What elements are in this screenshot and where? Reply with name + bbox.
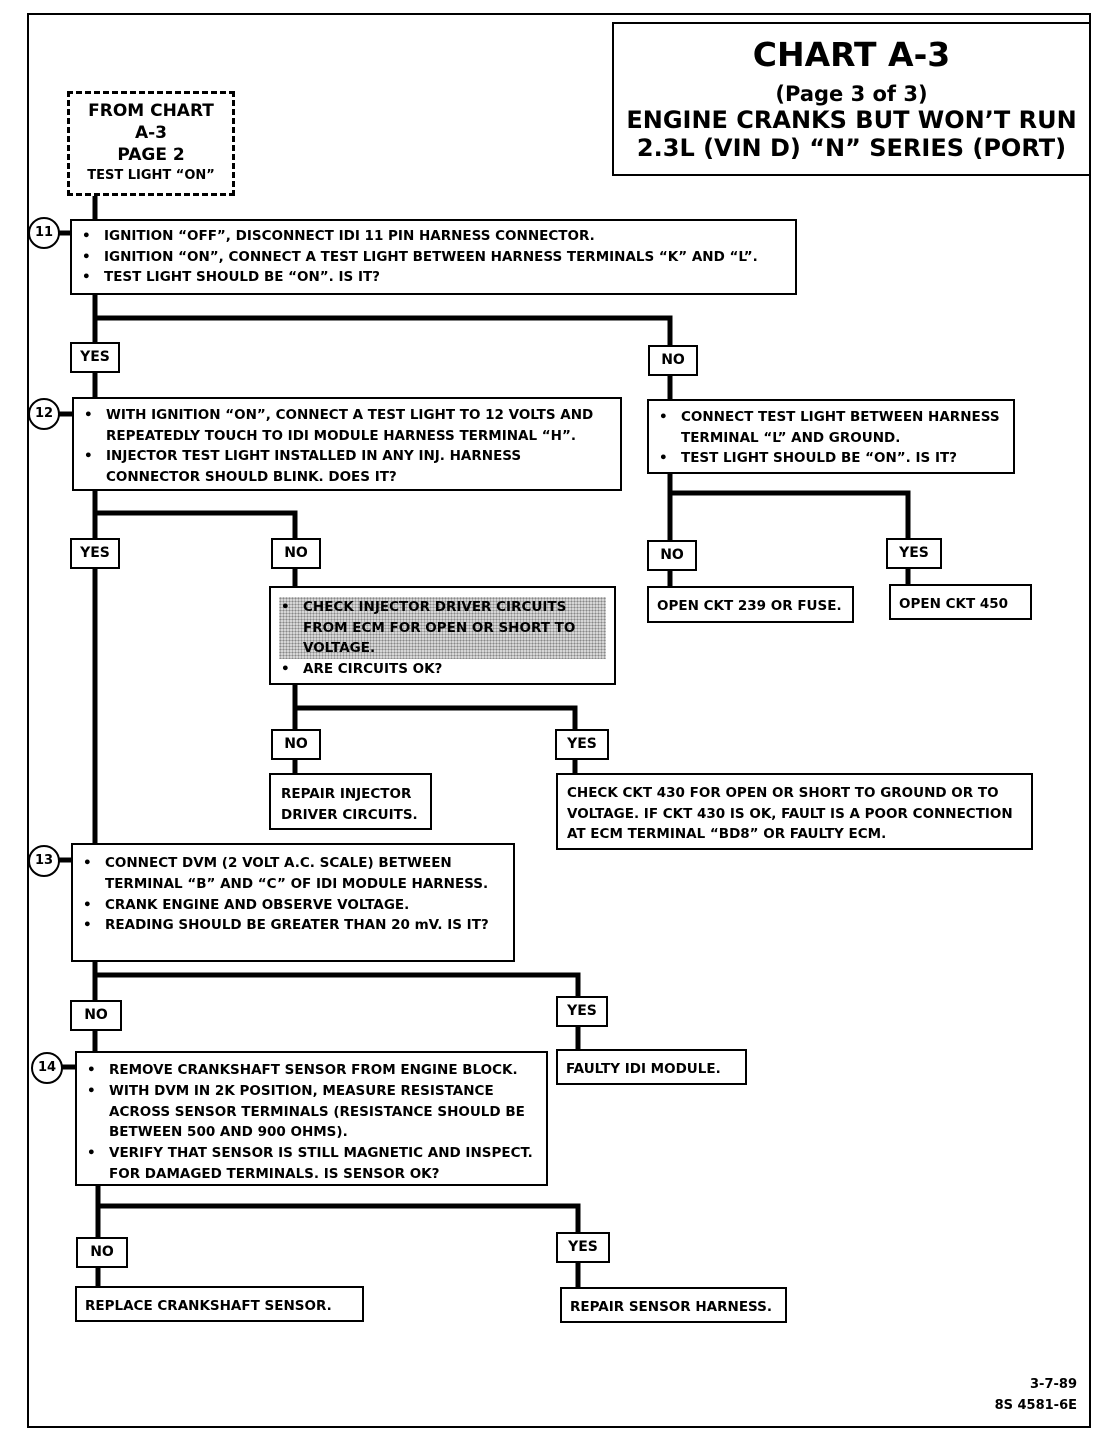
check-l-item: CONNECT TEST LIGHT BETWEEN HARNESS TERMI… — [657, 407, 1005, 448]
step-14-item: WITH DVM IN 2K POSITION, MEASURE RESISTA… — [85, 1081, 538, 1143]
from-line-4: TEST LIGHT “ON” — [87, 168, 215, 183]
result-replace-crankshaft-sensor: REPLACE CRANKSHAFT SENSOR. — [75, 1286, 364, 1322]
step-12-item: WITH IGNITION “ON”, CONNECT A TEST LIGHT… — [82, 405, 612, 446]
label-no: NO — [70, 1000, 122, 1031]
document-number: 8S 4581-6E — [994, 1398, 1077, 1413]
label-no: NO — [647, 540, 697, 571]
step-12-item: INJECTOR TEST LIGHT INSTALLED IN ANY INJ… — [82, 446, 612, 487]
step-11-item: IGNITION “OFF”, DISCONNECT IDI 11 PIN HA… — [80, 226, 787, 247]
step-14-box: REMOVE CRANKSHAFT SENSOR FROM ENGINE BLO… — [75, 1051, 548, 1186]
check-terminal-l-ground-box: CONNECT TEST LIGHT BETWEEN HARNESS TERMI… — [647, 399, 1015, 474]
step-14-item: VERIFY THAT SENSOR IS STILL MAGNETIC AND… — [85, 1143, 538, 1185]
label-no: NO — [271, 538, 321, 569]
chart-title: CHART A-3 — [752, 35, 951, 74]
step-number-13: 13 — [28, 845, 60, 877]
page-border — [27, 13, 1091, 1428]
result-open-ckt-239: OPEN CKT 239 OR FUSE. — [647, 586, 854, 623]
from-chart-entry: FROM CHART A-3 PAGE 2 TEST LIGHT “ON” — [67, 91, 235, 196]
step-11-item: IGNITION “ON”, CONNECT A TEST LIGHT BETW… — [80, 247, 787, 268]
label-no: NO — [76, 1237, 128, 1268]
label-yes: YES — [556, 996, 608, 1027]
from-line-2: A-3 — [134, 123, 168, 143]
label-yes: YES — [886, 538, 942, 569]
step-13-box: CONNECT DVM (2 VOLT A.C. SCALE) BETWEEN … — [71, 843, 515, 962]
label-yes: YES — [70, 538, 120, 569]
step-number-11: 11 — [28, 217, 60, 249]
chart-subtitle: ENGINE CRANKS BUT WON’T RUN — [626, 106, 1077, 134]
result-repair-sensor-harness: REPAIR SENSOR HARNESS. — [560, 1287, 787, 1323]
document-code: 3-7-89 8S 4581-6E — [985, 1374, 1091, 1416]
result-faulty-idi-module: FAULTY IDI MODULE. — [556, 1049, 747, 1085]
step-13-item: CRANK ENGINE AND OBSERVE VOLTAGE. — [81, 895, 505, 916]
label-no: NO — [271, 729, 321, 760]
step-13-item: READING SHOULD BE GREATER THAN 20 mV. IS… — [81, 915, 505, 936]
check-injector-driver-box: CHECK INJECTOR DRIVER CIRCUITS FROM ECM … — [269, 586, 616, 685]
result-repair-injector-driver: REPAIR INJECTOR DRIVER CIRCUITS. — [269, 773, 432, 830]
step-11-box: IGNITION “OFF”, DISCONNECT IDI 11 PIN HA… — [70, 219, 797, 295]
result-open-ckt-450: OPEN CKT 450 — [889, 584, 1032, 620]
step-14-item: REMOVE CRANKSHAFT SENSOR FROM ENGINE BLO… — [85, 1060, 538, 1081]
chart-engine-spec: 2.3L (VIN D) “N” SERIES (PORT) — [636, 134, 1067, 162]
step-12-box: WITH IGNITION “ON”, CONNECT A TEST LIGHT… — [72, 397, 622, 491]
from-line-3: PAGE 2 — [117, 145, 185, 165]
check-injector-item-shaded: CHECK INJECTOR DRIVER CIRCUITS FROM ECM … — [279, 597, 606, 659]
step-number-14: 14 — [31, 1052, 63, 1084]
from-line-1: FROM CHART — [88, 101, 214, 121]
label-no: NO — [648, 345, 698, 376]
chart-title-block: CHART A-3 (Page 3 of 3) ENGINE CRANKS BU… — [612, 22, 1091, 176]
step-number-12: 12 — [28, 398, 60, 430]
check-l-item: TEST LIGHT SHOULD BE “ON”. IS IT? — [657, 448, 1005, 469]
label-yes: YES — [555, 729, 609, 760]
check-injector-item: ARE CIRCUITS OK? — [279, 659, 606, 680]
label-yes: YES — [70, 342, 120, 373]
step-13-item: CONNECT DVM (2 VOLT A.C. SCALE) BETWEEN … — [81, 853, 505, 895]
result-check-ckt-430: CHECK CKT 430 FOR OPEN OR SHORT TO GROUN… — [556, 773, 1033, 850]
step-11-item: TEST LIGHT SHOULD BE “ON”. IS IT? — [80, 267, 787, 288]
chart-page-indicator: (Page 3 of 3) — [775, 82, 928, 106]
document-date: 3-7-89 — [1030, 1377, 1077, 1392]
label-yes: YES — [556, 1232, 610, 1263]
